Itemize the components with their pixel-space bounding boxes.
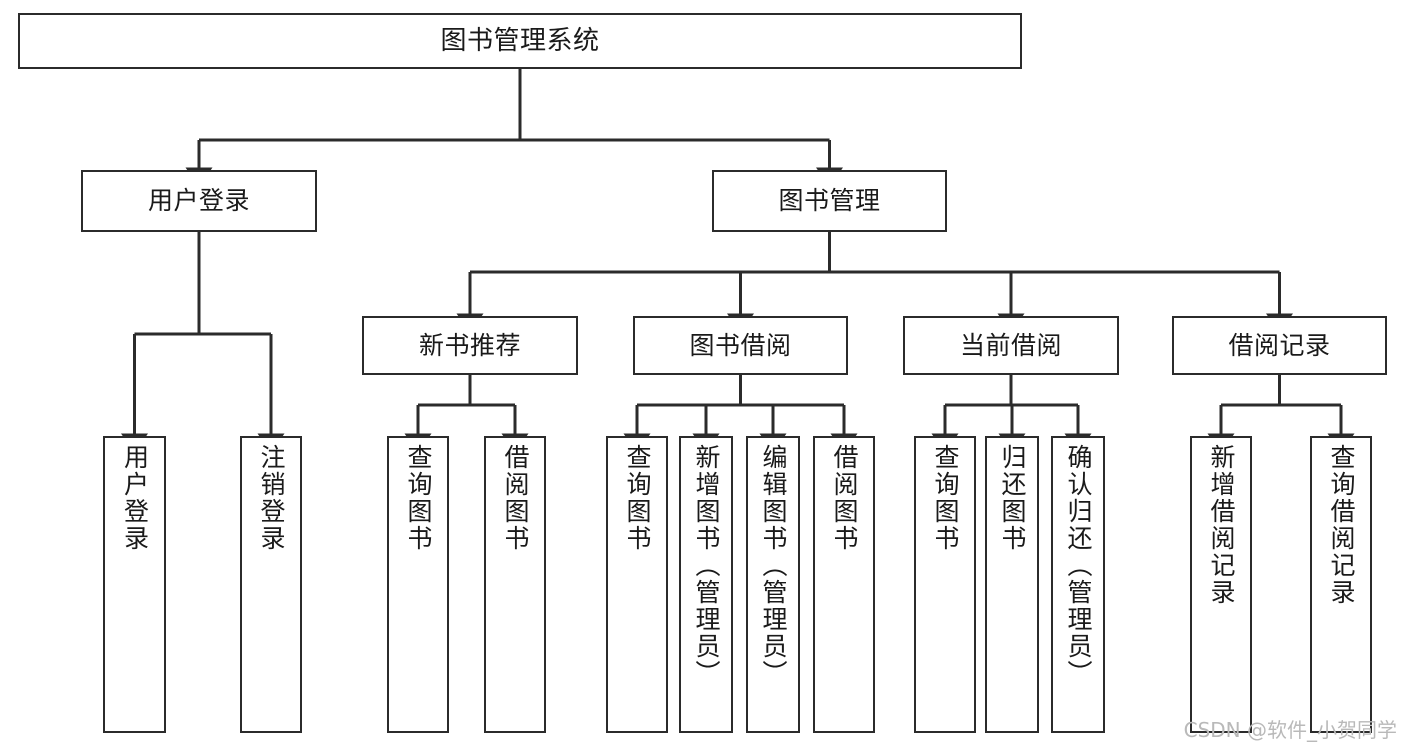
node-root[interactable]: 图书管理系统 xyxy=(18,13,1022,69)
node-label: 图书管理 xyxy=(778,186,881,216)
node-leaf7[interactable]: 编辑图书（管理员） xyxy=(746,436,800,733)
watermark: CSDN @软件_小贺同学 xyxy=(1183,718,1397,742)
node-label: 新增图书（管理员） xyxy=(692,444,721,687)
node-leaf8[interactable]: 借阅图书 xyxy=(813,436,875,733)
node-label: 用户登录 xyxy=(147,186,250,216)
node-label: 新书推荐 xyxy=(418,330,521,360)
node-label: 查询图书 xyxy=(404,444,433,552)
node-label: 借阅图书 xyxy=(501,444,530,552)
node-leaf9[interactable]: 查询图书 xyxy=(914,436,976,733)
node-leaf4[interactable]: 借阅图书 xyxy=(484,436,546,733)
node-label: 借阅图书 xyxy=(830,444,859,552)
node-records[interactable]: 借阅记录 xyxy=(1172,316,1387,375)
node-label: 确认归还（管理员） xyxy=(1064,444,1093,687)
node-borrow[interactable]: 图书借阅 xyxy=(633,316,848,375)
node-current[interactable]: 当前借阅 xyxy=(903,316,1119,375)
node-bookmgmt[interactable]: 图书管理 xyxy=(712,170,947,232)
node-label: 查询借阅记录 xyxy=(1327,444,1356,606)
node-label: 图书管理系统 xyxy=(440,25,600,56)
node-leaf11[interactable]: 确认归还（管理员） xyxy=(1051,436,1105,733)
node-leaf12[interactable]: 新增借阅记录 xyxy=(1190,436,1252,733)
node-label: 当前借阅 xyxy=(959,330,1062,360)
node-label: 编辑图书（管理员） xyxy=(759,444,788,687)
node-label: 归还图书 xyxy=(998,444,1027,552)
node-label: 注销登录 xyxy=(257,444,286,552)
node-leaf1[interactable]: 用户登录 xyxy=(103,436,166,733)
node-leaf2[interactable]: 注销登录 xyxy=(240,436,302,733)
node-label: 查询图书 xyxy=(623,444,652,552)
node-label: 借阅记录 xyxy=(1228,330,1331,360)
node-label: 新增借阅记录 xyxy=(1207,444,1236,606)
node-leaf13[interactable]: 查询借阅记录 xyxy=(1310,436,1372,733)
node-leaf6[interactable]: 新增图书（管理员） xyxy=(679,436,733,733)
node-leaf10[interactable]: 归还图书 xyxy=(985,436,1039,733)
node-label: 图书借阅 xyxy=(689,330,792,360)
node-label: 用户登录 xyxy=(120,444,150,552)
node-login[interactable]: 用户登录 xyxy=(81,170,317,232)
node-newbook[interactable]: 新书推荐 xyxy=(362,316,578,375)
node-label: 查询图书 xyxy=(931,444,960,552)
node-leaf5[interactable]: 查询图书 xyxy=(606,436,668,733)
node-leaf3[interactable]: 查询图书 xyxy=(387,436,449,733)
